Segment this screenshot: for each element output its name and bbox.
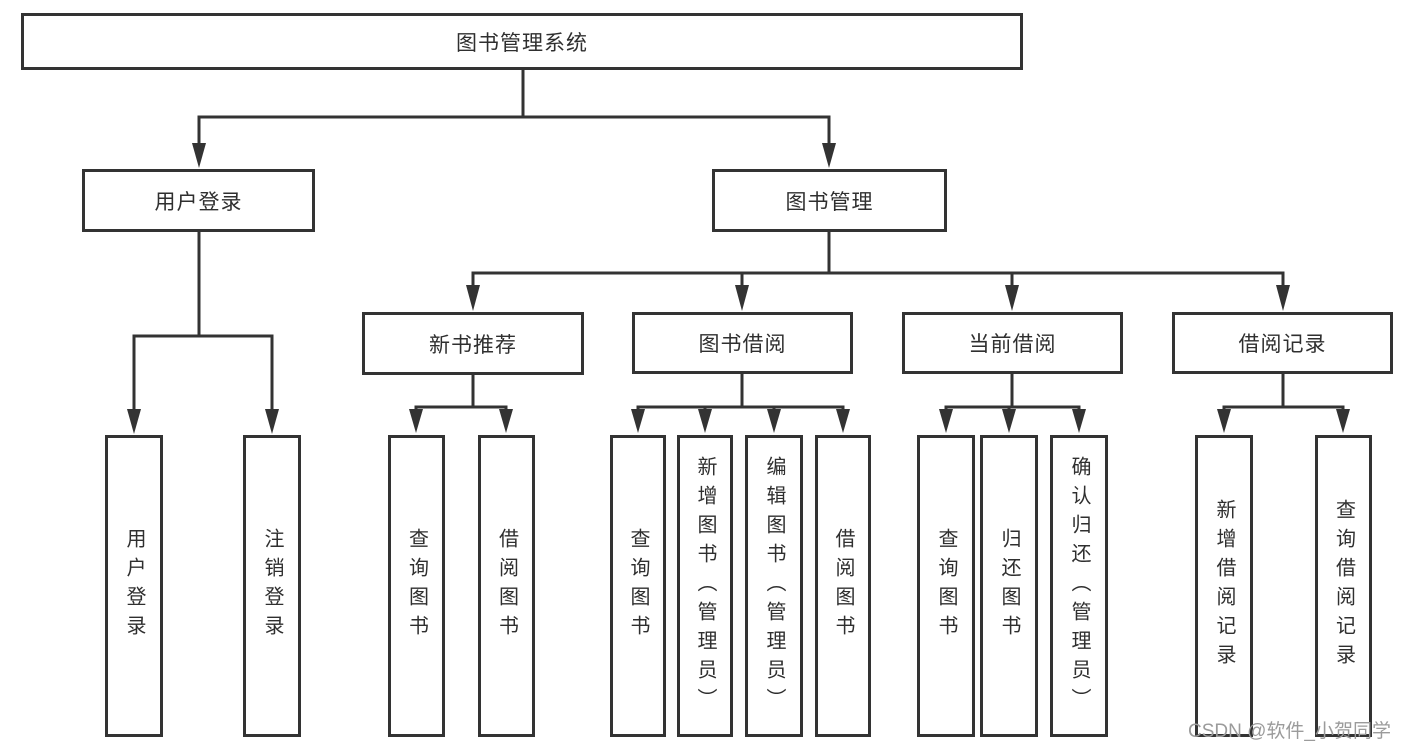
connector-root-split [192,68,836,168]
connector-new-book-split [409,373,513,433]
node-label: 新书推荐 [429,333,517,357]
node-new-book-recommend: 新书推荐 [362,312,584,375]
leaf-borrow-book-1: 借阅图书 [478,435,535,737]
node-label: 编辑图书（管理员） [763,455,785,717]
leaf-query-book-1: 查询图书 [388,435,445,737]
node-current-borrow: 当前借阅 [902,312,1123,374]
leaf-return-book: 归还图书 [980,435,1038,737]
node-label: 图书管理 [785,190,874,214]
leaf-borrow-book-2: 借阅图书 [815,435,871,737]
connector-borrow-record-split [1217,372,1350,433]
node-user-login: 用户登录 [82,169,315,232]
node-label: 确认归还（管理员） [1068,455,1090,717]
node-label: 用户登录 [154,190,243,214]
leaf-confirm-return-admin: 确认归还（管理员） [1050,435,1108,737]
node-label: 查询借阅记录 [1332,499,1355,673]
node-label: 新增图书（管理员） [694,455,716,717]
node-label: 当前借阅 [968,333,1057,356]
leaf-edit-book-admin: 编辑图书（管理员） [745,435,803,737]
node-label: 用户登录 [123,528,145,644]
node-book-borrow: 图书借阅 [632,312,853,374]
leaf-query-borrow-record: 查询借阅记录 [1315,435,1372,737]
node-label: 查询图书 [627,528,649,644]
connector-book-borrow-split [631,372,850,433]
node-label: 借阅图书 [832,528,854,644]
node-root-system: 图书管理系统 [21,13,1023,70]
connector-user-login-split [127,230,279,434]
connector-current-borrow-split [939,372,1086,433]
connector-book-management-split [466,230,1290,311]
node-label: 借阅记录 [1238,333,1327,356]
watermark-text: CSDN @软件_小贺同学 [1188,721,1391,742]
leaf-add-book-admin: 新增图书（管理员） [677,435,733,737]
node-book-management: 图书管理 [712,169,947,232]
node-label: 新增借阅记录 [1213,499,1235,673]
node-label: 注销登录 [261,528,283,644]
leaf-query-book-3: 查询图书 [917,435,975,737]
node-label: 图书借阅 [698,333,787,356]
node-label: 查询图书 [935,528,957,644]
node-label: 借阅图书 [495,528,518,644]
leaf-user-login: 用户登录 [105,435,163,737]
leaf-logout: 注销登录 [243,435,301,737]
node-label: 查询图书 [405,528,428,644]
leaf-add-borrow-record: 新增借阅记录 [1195,435,1253,737]
node-borrow-record: 借阅记录 [1172,312,1393,374]
leaf-query-book-2: 查询图书 [610,435,666,737]
node-label: 图书管理系统 [456,31,588,55]
node-label: 归还图书 [998,528,1020,644]
